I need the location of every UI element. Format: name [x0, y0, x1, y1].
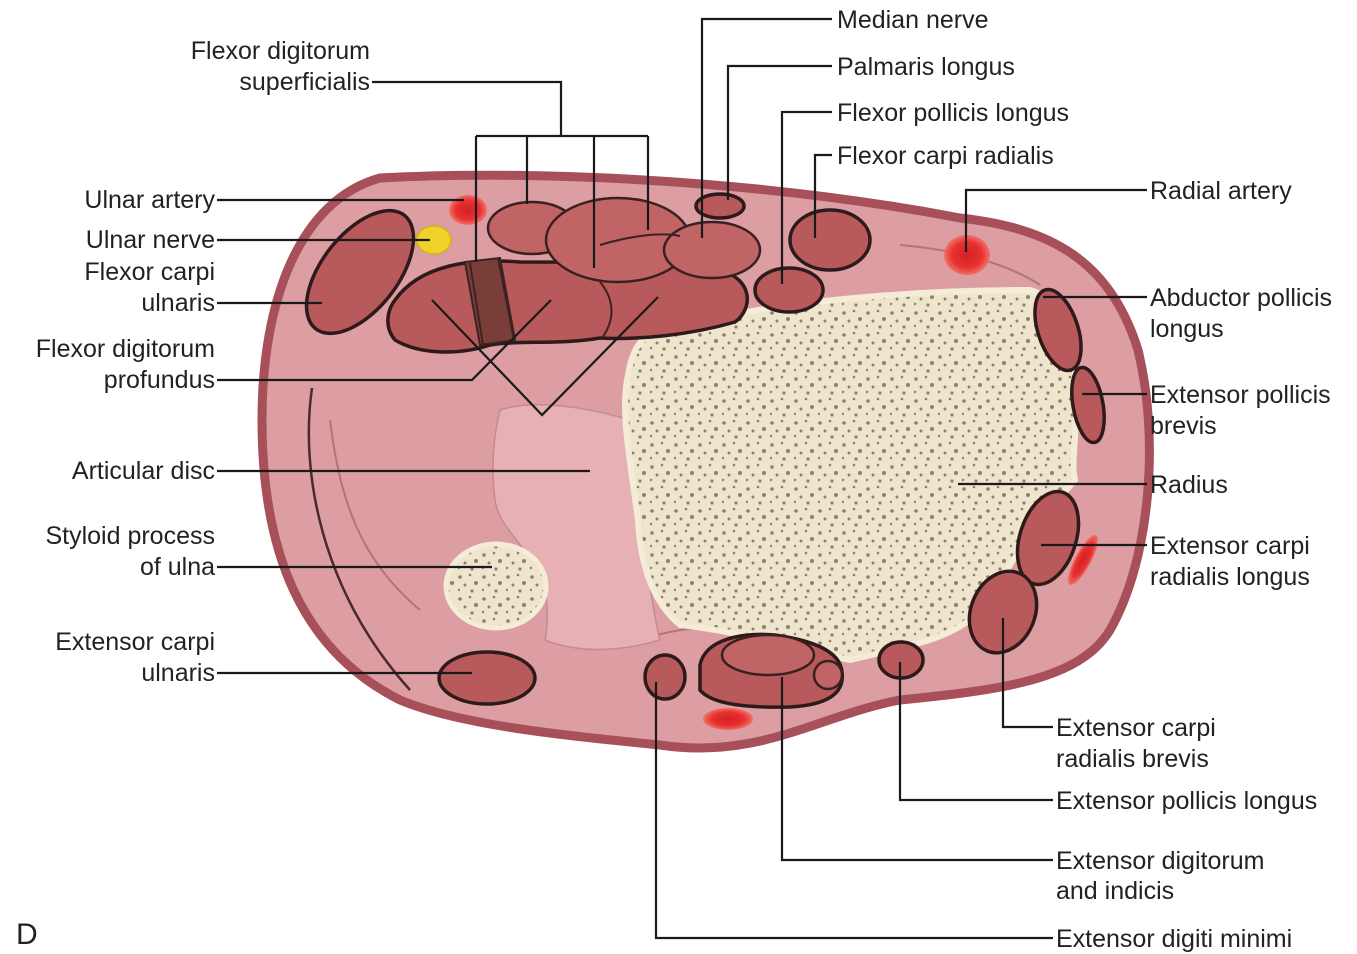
label-fdp-line1: Flexor digitorum — [36, 335, 215, 363]
label-edi-line1: Extensor digitorum — [1056, 847, 1264, 875]
label-epb-line2: brevis — [1150, 412, 1217, 440]
label-radius: Radius — [1150, 471, 1228, 499]
label-ecu-line2: ulnaris — [141, 659, 215, 687]
extensor-carpi-ulnaris-muscle — [439, 652, 535, 704]
label-ecrl-line1: Extensor carpi — [1150, 532, 1310, 560]
label-apl-line2: longus — [1150, 315, 1224, 343]
extensor-digiti-minimi-muscle — [645, 655, 685, 699]
edi-tendon-1 — [722, 635, 814, 675]
label-radial-artery: Radial artery — [1150, 177, 1292, 205]
label-apl-line1: Abductor pollicis — [1150, 284, 1332, 312]
label-palmaris-longus: Palmaris longus — [837, 53, 1015, 81]
label-styloid-line2: of ulna — [140, 553, 215, 581]
edi-tendon-2 — [814, 661, 842, 689]
label-fcu-line2: ulnaris — [141, 289, 215, 317]
label-epb-line1: Extensor pollicis — [1150, 381, 1331, 409]
label-epl: Extensor pollicis longus — [1056, 787, 1317, 815]
label-fds-line2: superficialis — [239, 68, 370, 96]
label-ecrl-line2: radialis longus — [1150, 563, 1310, 591]
label-edm: Extensor digiti minimi — [1056, 925, 1292, 953]
label-articular-disc: Articular disc — [72, 457, 215, 485]
palmaris-longus-muscle — [696, 194, 744, 218]
anatomy — [262, 175, 1149, 748]
flexor-carpi-radialis-muscle — [790, 210, 870, 270]
label-ulnar-nerve: Ulnar nerve — [86, 226, 215, 254]
label-styloid-line1: Styloid process — [45, 522, 215, 550]
label-fcr: Flexor carpi radialis — [837, 142, 1054, 170]
label-ulnar-artery: Ulnar artery — [84, 186, 215, 214]
label-fcu-line1: Flexor carpi — [84, 258, 215, 286]
fds-muscle-3 — [664, 222, 760, 278]
label-fpl: Flexor pollicis longus — [837, 99, 1069, 127]
dorsal-vessel — [703, 708, 753, 730]
label-ecrb-line2: radialis brevis — [1056, 745, 1209, 773]
label-ecrb-line1: Extensor carpi — [1056, 714, 1216, 742]
panel-label: D — [16, 918, 38, 951]
label-median-nerve: Median nerve — [837, 6, 988, 34]
label-fdp-line2: profundus — [104, 366, 215, 394]
label-edi-line2: and indicis — [1056, 877, 1174, 905]
label-fds-line1: Flexor digitorum — [191, 37, 370, 65]
label-ecu-line1: Extensor carpi — [55, 628, 215, 656]
flexor-pollicis-longus-muscle — [755, 268, 823, 312]
ulnar-styloid-bone — [446, 544, 546, 628]
